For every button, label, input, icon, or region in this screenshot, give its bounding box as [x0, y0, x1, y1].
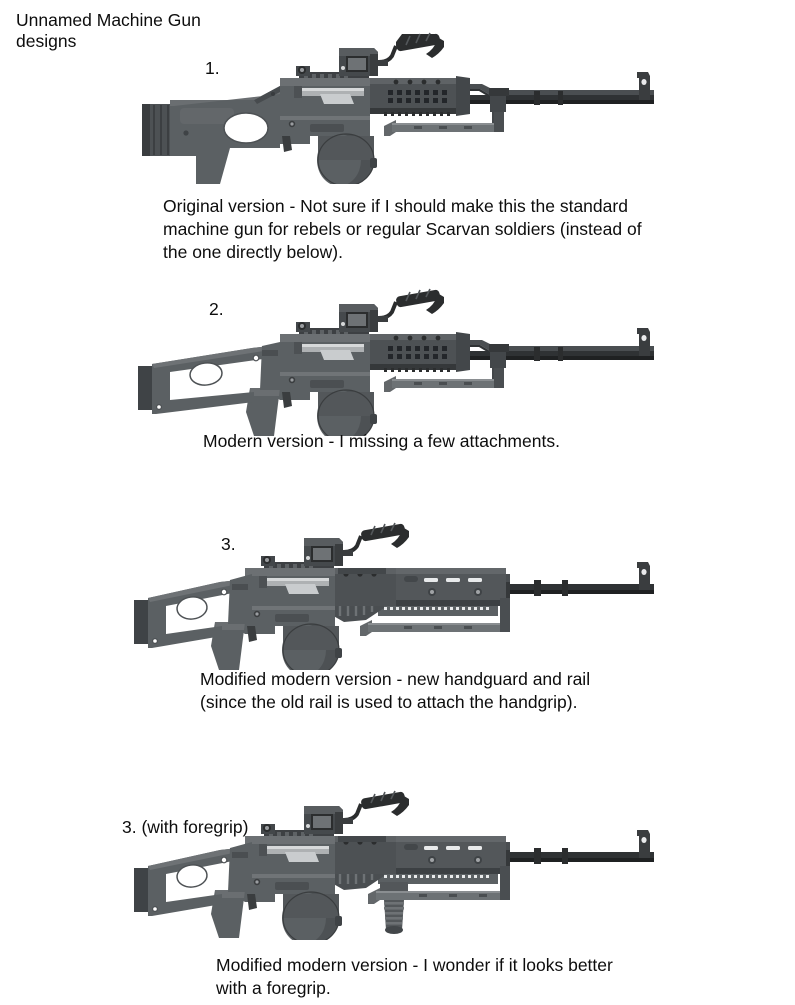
- page-title: Unnamed Machine Gun designs: [16, 10, 201, 52]
- figure-label-1: 1.: [205, 58, 220, 78]
- figure-caption-3: Modified modern version - new handguard …: [200, 669, 591, 712]
- gun-illustration-4: [134, 790, 664, 940]
- gun-4-graphic: [134, 790, 654, 940]
- figure-caption-2: Modern version - I missing a few attachm…: [203, 431, 560, 451]
- gun-1-graphic: [142, 32, 654, 184]
- gun-2-graphic: [138, 288, 654, 436]
- gun-3-graphic: [134, 522, 654, 670]
- gun-illustration-3: [134, 522, 664, 670]
- figure-caption-1: Original version - Not sure if I should …: [163, 196, 642, 262]
- figure-label-2: 2.: [209, 299, 224, 319]
- gun-illustration-2: [134, 288, 664, 436]
- figure-caption-4: Modified modern version - I wonder if it…: [216, 955, 613, 998]
- gun-illustration-1: [134, 32, 664, 184]
- figure-label-3: 3.: [221, 534, 236, 554]
- figure-label-4: 3. (with foregrip): [122, 817, 249, 837]
